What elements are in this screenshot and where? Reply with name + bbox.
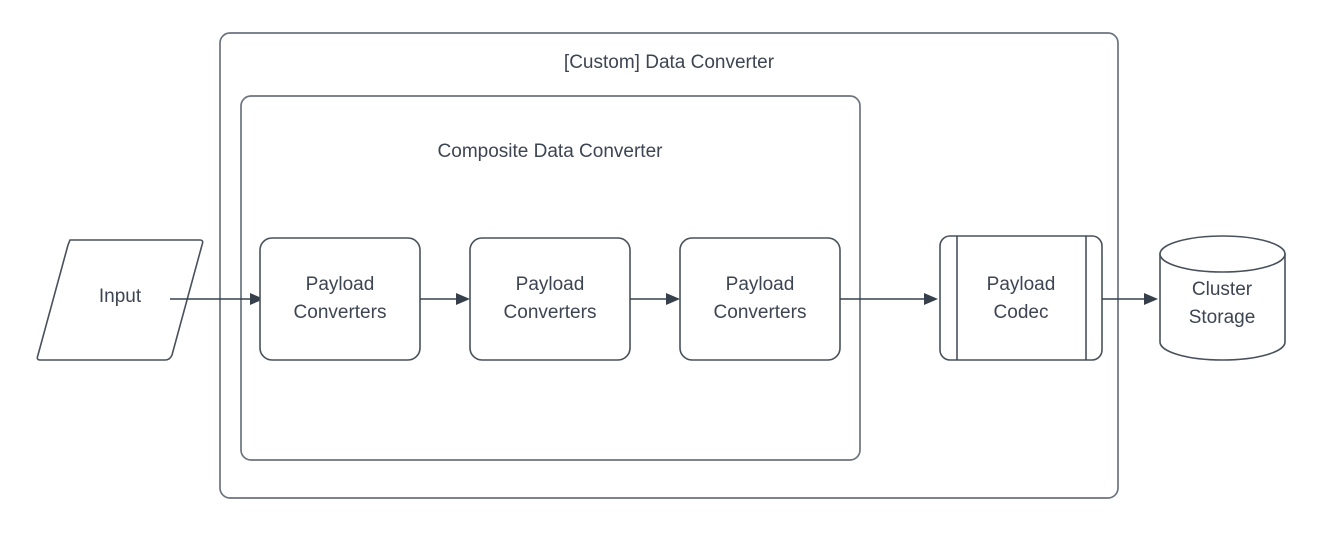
connector-payload-converters-1-to-2 (420, 293, 470, 305)
payload-converters-2-shape[interactable] (469, 237, 631, 361)
cluster-storage-label-line1: Cluster (1192, 279, 1253, 300)
arrow-head-icon (666, 293, 680, 305)
cluster-storage-body[interactable] (1159, 253, 1286, 361)
node-payload-converters-3[interactable]: Payload Converters (679, 237, 841, 361)
composite-data-converter-label: Composite Data Converter (438, 141, 664, 162)
connector-payload-converters-3-to-codec (840, 293, 938, 305)
payload-converters-1-label-line1: Payload (306, 274, 375, 295)
composite-data-converter-box[interactable] (240, 95, 861, 461)
node-payload-converters-1[interactable]: Payload Converters (259, 237, 421, 361)
node-payload-codec[interactable]: Payload Codec (939, 235, 1103, 361)
payload-converters-3-shape[interactable] (679, 237, 841, 361)
payload-converters-1-label-line2: Converters (294, 302, 387, 323)
container-custom-data-converter[interactable]: [Custom] Data Converter (219, 32, 1119, 499)
input-shape[interactable] (36, 239, 204, 361)
arrow-head-icon (924, 293, 938, 305)
custom-data-converter-box[interactable] (219, 32, 1119, 499)
custom-data-converter-label: [Custom] Data Converter (564, 52, 775, 73)
connector-input-to-payload-converters-1 (170, 293, 264, 305)
connector-codec-to-cluster-storage (1102, 293, 1158, 305)
container-composite-data-converter[interactable]: Composite Data Converter (240, 95, 861, 461)
payload-converters-2-label-line1: Payload (516, 274, 585, 295)
connector-payload-converters-2-to-3 (630, 293, 680, 305)
payload-codec-shape[interactable] (939, 235, 1103, 361)
node-payload-converters-2[interactable]: Payload Converters (469, 237, 631, 361)
cluster-storage-label-line2: Storage (1189, 307, 1256, 328)
payload-codec-label-line2: Codec (994, 302, 1049, 323)
arrow-head-icon (456, 293, 470, 305)
payload-codec-label-line1: Payload (987, 274, 1056, 295)
arrow-head-icon (1144, 293, 1158, 305)
input-label: Input (99, 286, 142, 307)
payload-converters-2-label-line2: Converters (504, 302, 597, 323)
node-input[interactable]: Input (36, 239, 204, 361)
node-cluster-storage[interactable]: Cluster Storage (1159, 235, 1286, 361)
arrow-head-icon (250, 293, 264, 305)
payload-converters-3-label-line2: Converters (714, 302, 807, 323)
payload-converters-1-shape[interactable] (259, 237, 421, 361)
cluster-storage-top-ellipse (1159, 235, 1286, 273)
payload-converters-3-label-line1: Payload (726, 274, 795, 295)
